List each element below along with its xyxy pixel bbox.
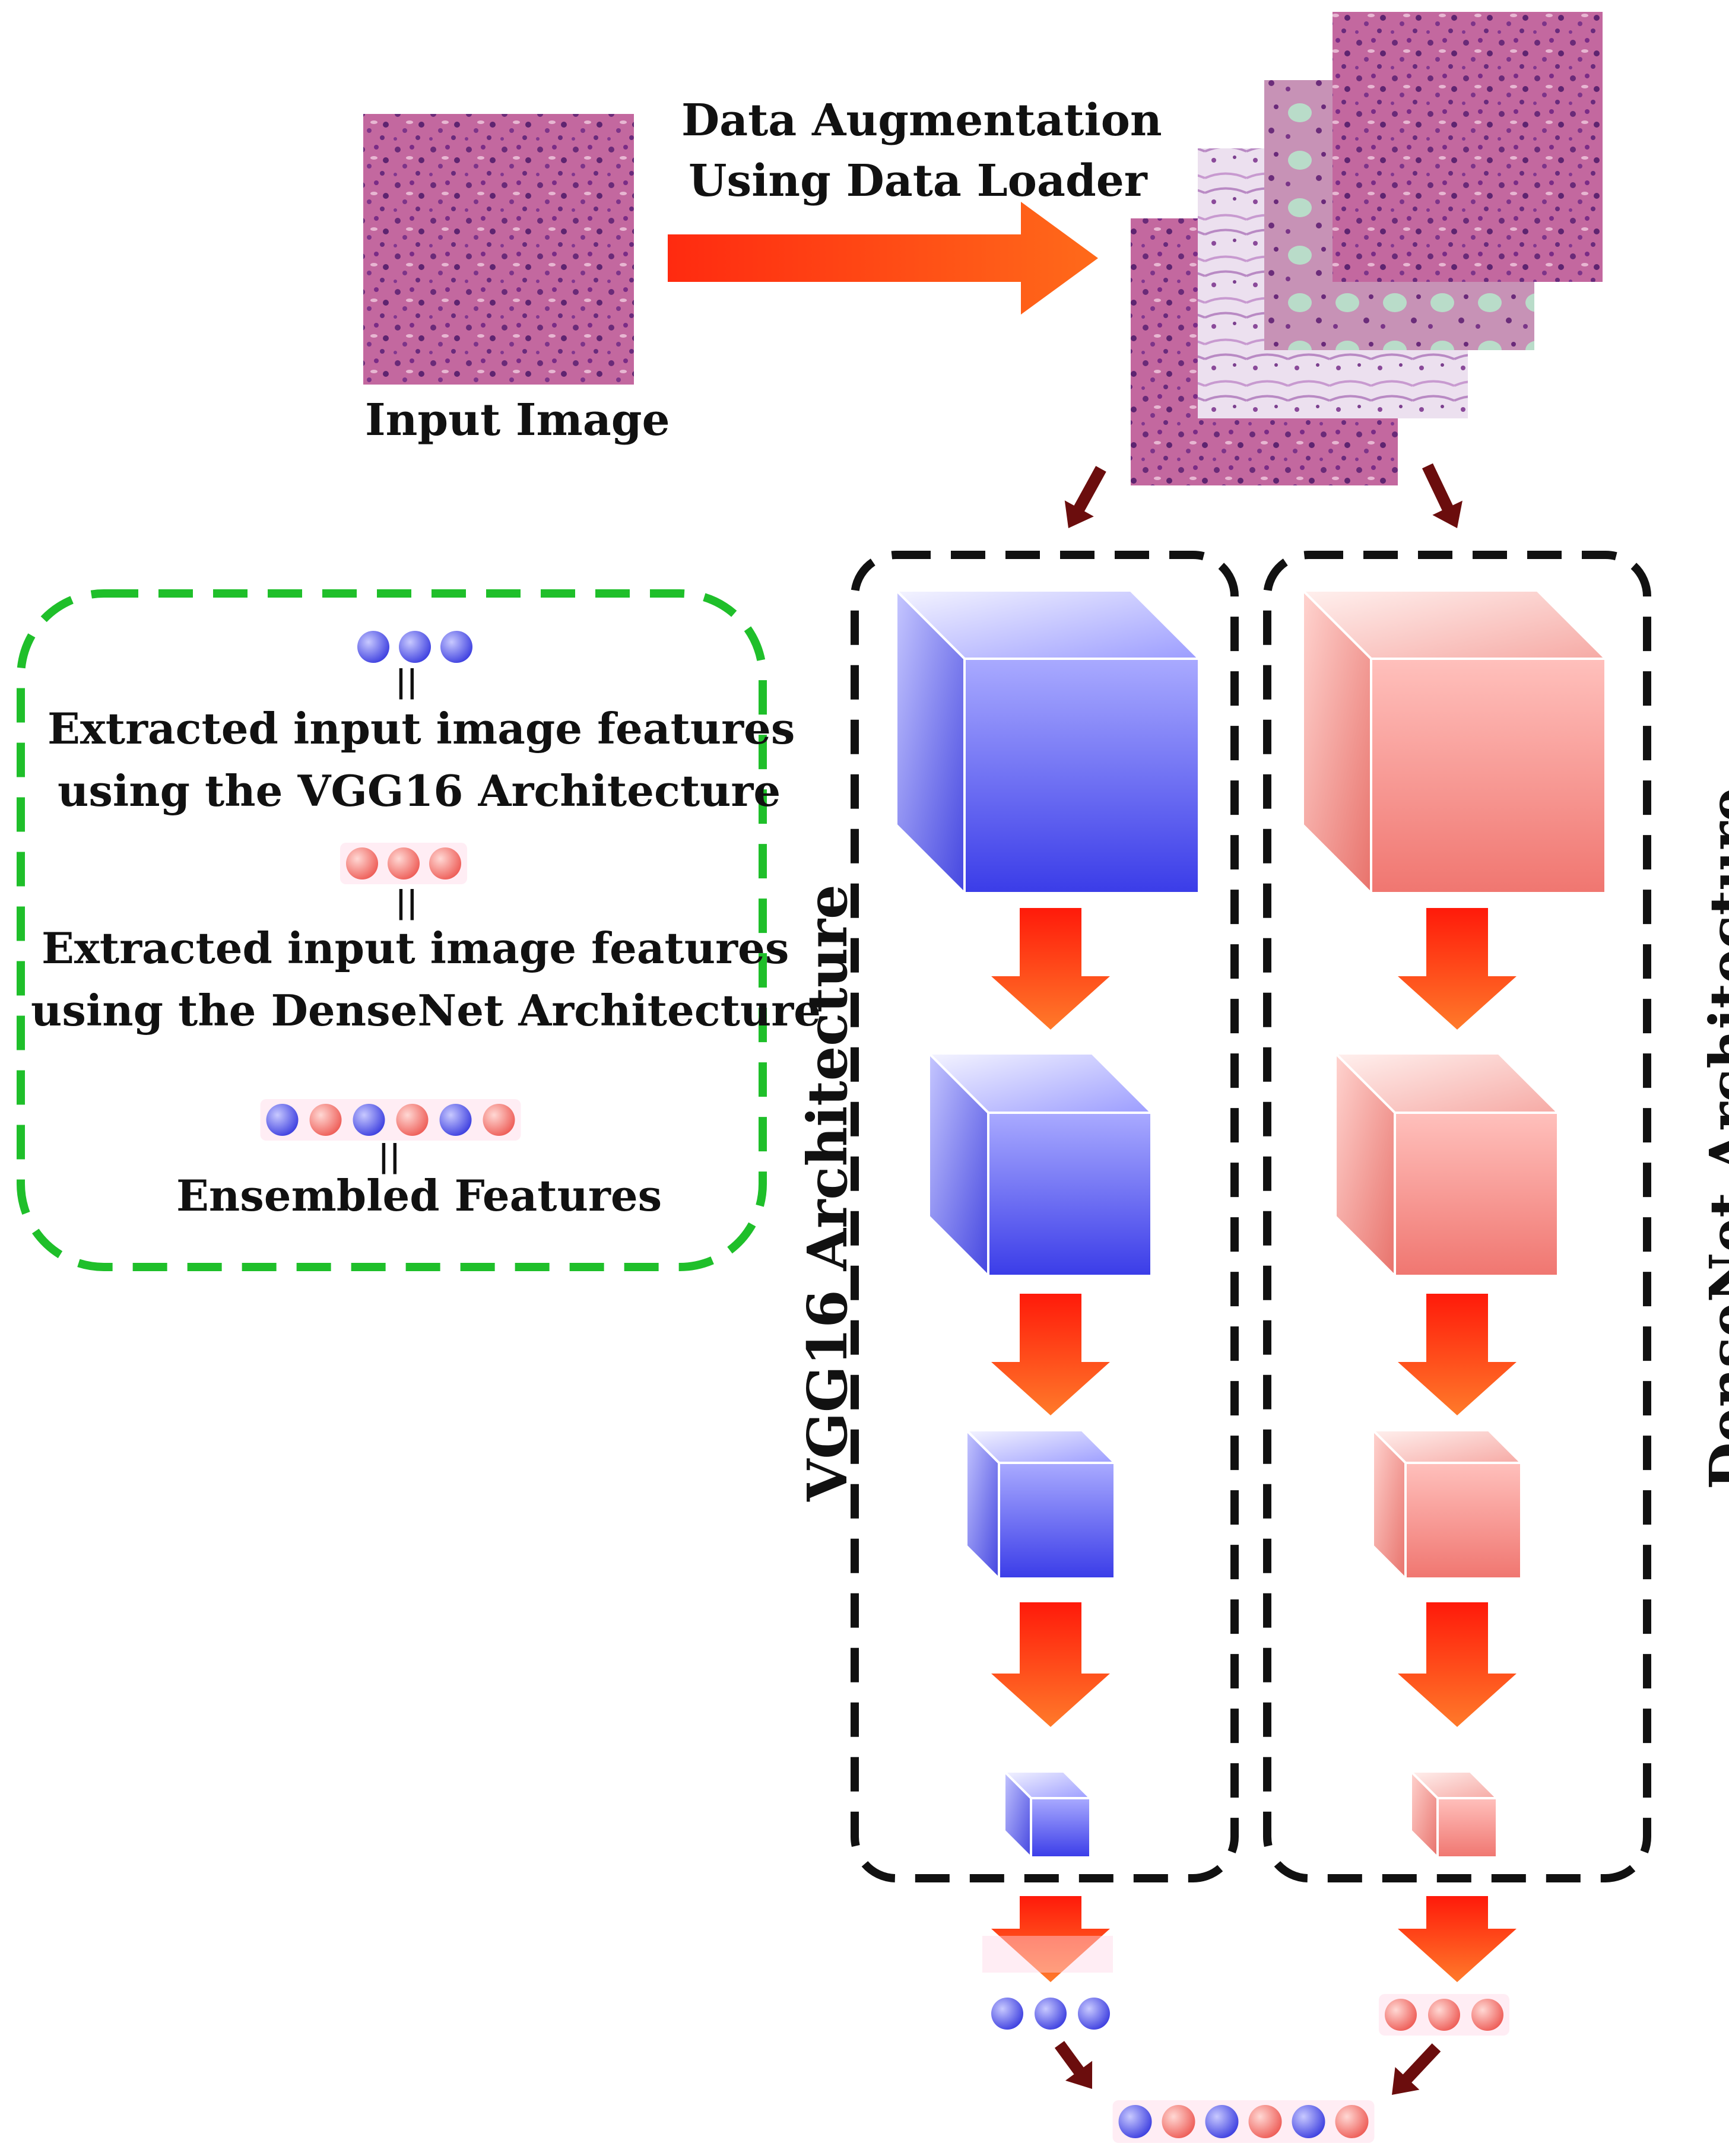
legend-ensembled-features-ball-5 <box>439 1104 472 1136</box>
legend-densenet-features-ball-2 <box>388 847 420 879</box>
densenet-merge-arrow <box>1392 2043 1441 2095</box>
ensembled-output-features-ball-6 <box>1335 2105 1369 2138</box>
densenet-cube-4-front <box>1436 1797 1498 1859</box>
legend-ensembled-features-ball-3 <box>353 1104 385 1136</box>
legend-ensembled-features-ball-2 <box>309 1104 342 1136</box>
densenet-flow-arrow-1 <box>1398 908 1517 1030</box>
legend-box <box>17 589 767 1271</box>
input-image-label: Input Image <box>365 395 670 446</box>
densenet-output-features-ball-3 <box>1471 1999 1503 2031</box>
legend-vgg-text-line2: using the VGG16 Architecture <box>58 766 781 816</box>
legend-vgg-features-ball-3 <box>440 631 472 663</box>
densenet-flow-arrow-3 <box>1398 1602 1517 1727</box>
densenet-branch-box <box>1263 551 1651 1882</box>
input-image <box>363 114 634 385</box>
densenet-output-features-ball-2 <box>1428 1999 1460 2031</box>
vgg-branch-label: VGG16 Architecture <box>795 884 859 1501</box>
vgg-merge-arrow <box>1054 2041 1093 2089</box>
vgg-output-features-ball-2 <box>1035 1998 1067 2030</box>
legend-equals-ensemble: || <box>378 1138 401 1174</box>
legend-ensembled-features-ball-6 <box>483 1104 515 1136</box>
vgg-flow-arrow-2 <box>991 1294 1110 1415</box>
augmentation-label-line1: Data Augmentation <box>681 95 1162 146</box>
vgg-output-features-ball-3 <box>1078 1998 1110 2030</box>
vgg-branch-box <box>851 551 1239 1882</box>
vgg-output-glow <box>982 1936 1113 1973</box>
vgg-flow-arrow-4 <box>991 1896 1110 1982</box>
vgg-flow-arrow-1 <box>991 908 1110 1030</box>
augmented-image-4 <box>1333 12 1603 282</box>
legend-equals-vgg: || <box>395 663 418 700</box>
densenet-cube-3-front <box>1404 1462 1522 1580</box>
vgg-cube-2-front <box>987 1112 1153 1277</box>
densenet-output-features-ball-1 <box>1385 1999 1417 2031</box>
legend-dense-text-line1: Extracted input image features <box>42 923 789 973</box>
augmentation-label-line2: Using Data Loader <box>689 155 1147 207</box>
legend-dense-text-line2: using the DenseNet Architecture <box>31 985 821 1036</box>
ensembled-output-features-glow <box>1112 2100 1375 2143</box>
densenet-input-arrow <box>1422 463 1462 528</box>
densenet-branch-label: DenseNet Architecture <box>1698 787 1729 1490</box>
legend-vgg-text-line1: Extracted input image features <box>47 703 795 754</box>
vgg-output-features-ball-1 <box>991 1998 1023 2030</box>
legend-densenet-features-ball-1 <box>346 847 378 879</box>
augmentation-arrow <box>668 202 1098 315</box>
vgg-cube-4-front <box>1030 1797 1092 1859</box>
vgg-flow-arrow-3 <box>991 1602 1110 1727</box>
vgg-input-arrow <box>1064 466 1106 528</box>
legend-ensembled-features-ball-1 <box>266 1104 299 1136</box>
legend-ensembled-features-glow <box>260 1099 521 1141</box>
ensembled-output-features-ball-5 <box>1292 2105 1325 2138</box>
densenet-cube-2-front <box>1394 1112 1559 1277</box>
densenet-flow-arrow-4 <box>1398 1896 1517 1982</box>
vgg-cube-3-front <box>998 1462 1116 1580</box>
legend-ensemble-text: Ensembled Features <box>176 1170 662 1221</box>
legend-vgg-features-ball-2 <box>399 631 431 663</box>
legend-vgg-features-ball-1 <box>357 631 389 663</box>
ensembled-output-features-ball-4 <box>1248 2105 1282 2138</box>
ensembled-output-features-ball-1 <box>1118 2105 1152 2138</box>
ensembled-output-features-ball-3 <box>1205 2105 1239 2138</box>
ensembled-output-features-ball-2 <box>1162 2105 1195 2138</box>
legend-ensembled-features-ball-4 <box>396 1104 429 1136</box>
vgg-cube-1-front <box>963 658 1200 894</box>
legend-equals-dense: || <box>395 884 418 920</box>
densenet-flow-arrow-2 <box>1398 1294 1517 1415</box>
legend-densenet-features-ball-3 <box>429 847 461 879</box>
densenet-cube-1-front <box>1370 658 1607 894</box>
